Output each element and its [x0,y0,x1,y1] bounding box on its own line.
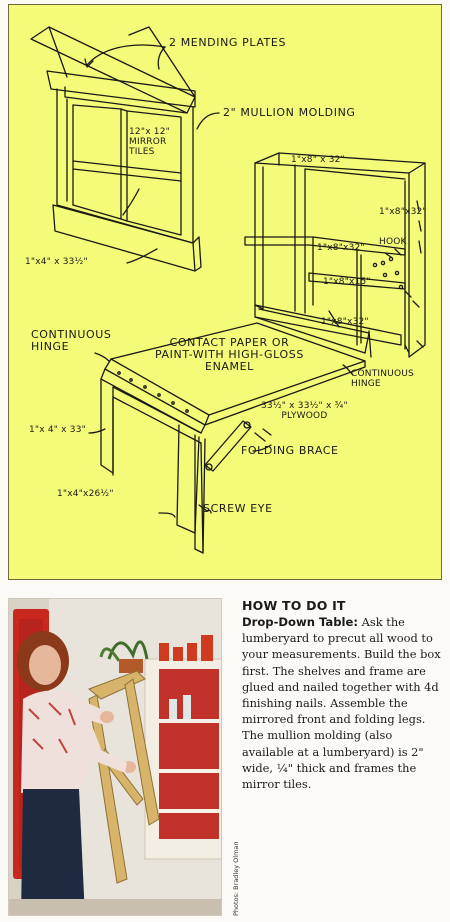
label-mullion-molding: 2" MULLION MOLDING [223,106,356,119]
mirror-arrow [122,188,140,216]
assembly-diagram: 2 MENDING PLATES 2" MULLION MOLDING 12"x… [8,4,442,580]
label-contact-paper: CONTACT PAPER OR PAINT-WITH HIGH-GLOSS E… [155,336,304,373]
instructions-text: Ask the lumberyard to precut all wood to… [242,615,441,792]
diagram-drawing [30,26,426,554]
drop-down-table-subheading: Drop-Down Table: [242,615,359,629]
label-top-board: 1"x8" x 32" [291,155,345,165]
front-board-arrow [126,248,158,264]
label-mirror-tiles: 12"x 12" MIRROR TILES [129,127,170,157]
table-top [94,322,366,434]
how-to-body: Drop-Down Table: Ask the lumberyard to p… [242,614,446,792]
label-shelf-2: 1"x8"x15" [323,277,371,287]
table-legs [88,378,212,554]
how-to-heading: HOW TO DO IT [242,598,346,613]
label-mending-plates: 2 MENDING PLATES [169,36,287,49]
label-folding-brace: FOLDING BRACE [241,444,339,457]
label-front-board: 1"x4" x 33½" [25,257,88,267]
label-shelf-1: 1"x8"x32" [317,243,365,253]
mending-plate-arrows [84,44,166,70]
how-to-section: HOW TO DO IT Drop-Down Table: Ask the lu… [242,598,446,792]
label-hook: HOOK [379,237,407,247]
label-screw-eye: SCREW EYE [203,502,273,515]
photo-credit: Photos: Bradley Olman [222,838,240,917]
photo-woman-with-table [8,598,222,916]
mullion-arrow [196,112,220,130]
folding-brace [204,420,272,472]
photo-credit-text: Photos: Bradley Olman [232,841,240,917]
label-plywood: 33½" x 33½" x ¾" PLYWOOD [261,401,348,421]
mirrored-front [30,26,202,272]
label-continuous-hinge-left: CONTINUOUS HINGE [31,328,112,353]
label-table-edge: 1"x 4" x 33" [29,425,86,435]
label-leg: 1"x4"x26½" [57,489,114,499]
label-bottom-board: 1"x8"x32" [321,317,369,327]
label-continuous-hinge-right: CONTINUOUS HINGE [351,369,414,389]
shelf-box [244,152,426,358]
label-side-board: 1"x8"x32" [379,207,427,217]
photo-illustration [9,599,221,915]
